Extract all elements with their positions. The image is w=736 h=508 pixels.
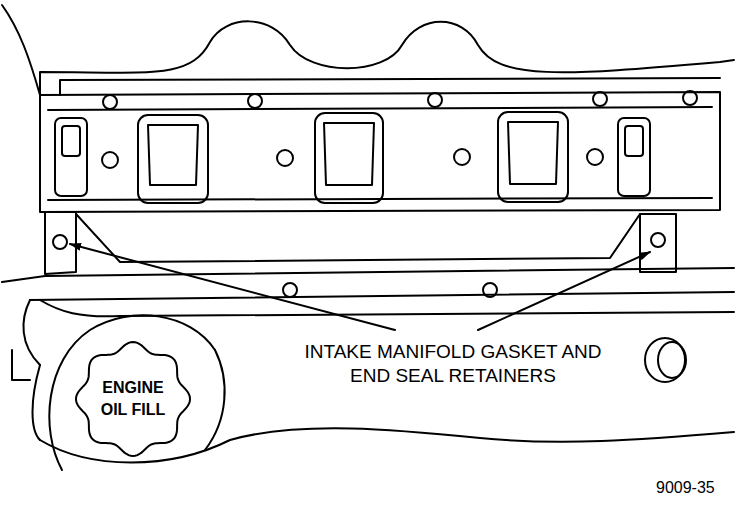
oil-fill-cap: ENGINE OIL FILL: [74, 340, 192, 458]
figure-number: 9009-35: [656, 478, 715, 498]
cap-outline: [74, 340, 192, 458]
callout-label: INTAKE MANIFOLD GASKET AND END SEAL RETA…: [288, 340, 618, 388]
cap-label: ENGINE OIL FILL: [94, 377, 172, 421]
